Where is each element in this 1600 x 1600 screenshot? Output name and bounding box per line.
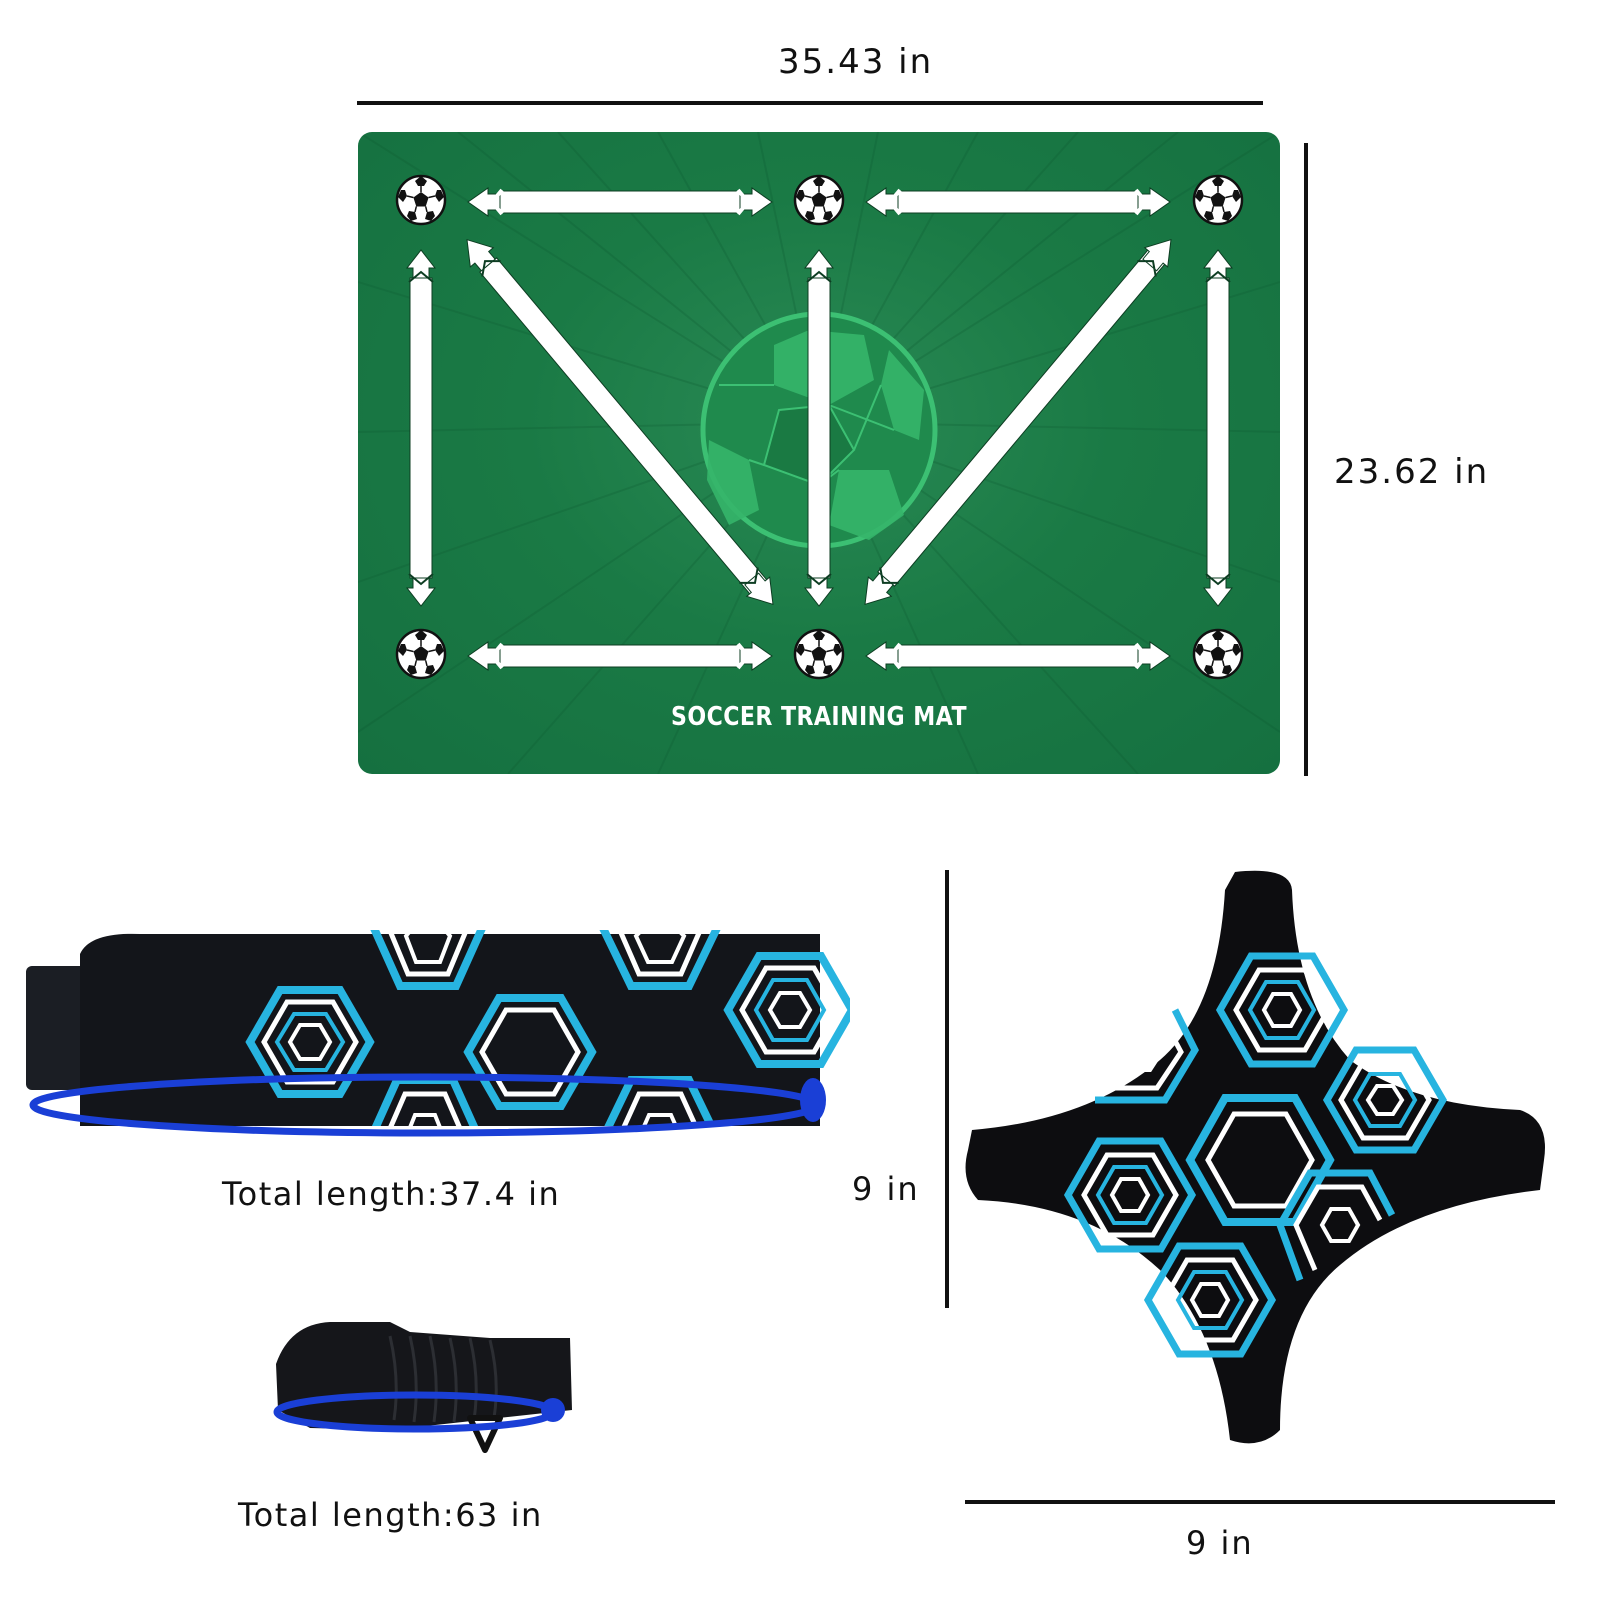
soccer-training-mat: SOCCER TRAINING MAT: [358, 132, 1280, 774]
ball-bag: [960, 860, 1550, 1460]
double-arrow-icon: [804, 249, 834, 607]
ball-bag-height-line: [945, 870, 949, 1308]
double-arrow-icon: [864, 186, 1172, 218]
double-arrow-icon: [864, 640, 1172, 672]
mat-width-label: 35.43 in: [778, 42, 934, 82]
soccer-ball-icon: [793, 628, 845, 680]
waist-belt-caption: Total length:37.4 in: [222, 1175, 561, 1213]
soccer-ball-icon: [793, 174, 845, 226]
mat-graphic: [358, 132, 1280, 774]
soccer-ball-icon: [1192, 628, 1244, 680]
bundle-caption: Total length:63 in: [238, 1496, 543, 1534]
mat-title: SOCCER TRAINING MAT: [671, 702, 967, 732]
rope-bundle: [270, 1310, 580, 1480]
ball-bag-width-label: 9 in: [1186, 1524, 1254, 1562]
mat-height-line: [1304, 143, 1308, 776]
soccer-ball-icon: [395, 174, 447, 226]
mat-width-line: [357, 101, 1263, 105]
double-arrow-icon: [1203, 249, 1233, 607]
soccer-ball-icon: [1192, 174, 1244, 226]
double-arrow-icon: [466, 186, 774, 218]
ball-bag-width-line: [965, 1500, 1555, 1504]
mat-height-label: 23.62 in: [1334, 452, 1490, 492]
double-arrow-icon: [466, 640, 774, 672]
double-arrow-icon: [406, 249, 436, 607]
soccer-ball-icon: [395, 628, 447, 680]
waist-belt: [20, 930, 850, 1170]
ball-bag-height-label: 9 in: [852, 1170, 920, 1208]
